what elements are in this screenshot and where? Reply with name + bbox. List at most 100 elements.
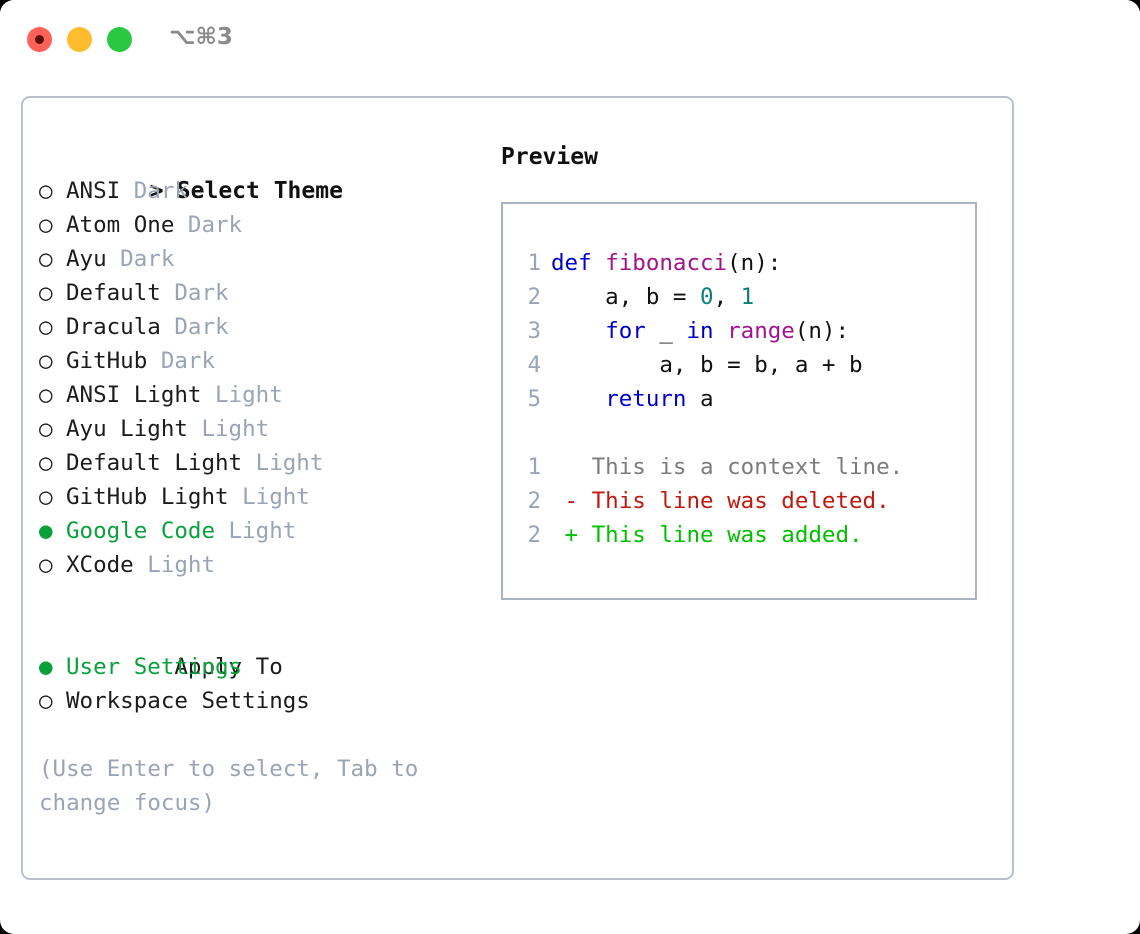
code-token-pl (551, 318, 605, 344)
line-number: 1 (527, 250, 541, 276)
code-token-pl (551, 386, 605, 412)
code-token-pl: _ (645, 318, 687, 344)
code-diff-spacer (513, 416, 975, 450)
code-line: 4 a, b = b, a + b (513, 348, 975, 382)
line-number: 2 (527, 522, 541, 548)
diff-line-text: - This line was deleted. (551, 488, 890, 514)
theme-item-variant: Light (242, 450, 324, 476)
theme-item-github-light[interactable]: ○ GitHub Light Light (39, 480, 489, 514)
apply-to-option-workspace-settings[interactable]: ○ Workspace Settings (39, 684, 489, 718)
theme-item-ayu-light[interactable]: ○Ayu Light Light (39, 412, 489, 446)
code-token-kw: return (605, 386, 687, 412)
theme-list: ○ANSI Dark○Atom One Dark○Ayu Dark○Defaul… (39, 174, 489, 582)
apply-to-heading-label: Apply To (174, 654, 283, 680)
line-number: 4 (527, 352, 541, 378)
radio-unselected-icon: ○ (39, 688, 53, 714)
theme-item-ayu[interactable]: ○Ayu Dark (39, 242, 489, 276)
radio-unselected-icon: ○ (39, 280, 53, 306)
diff-line-add: 2 + This line was added. (513, 518, 975, 552)
keyboard-hint-text: (Use Enter to select, Tab to change focu… (39, 756, 419, 816)
line-number: 5 (527, 386, 541, 412)
code-token-num: 0 (700, 284, 714, 310)
radio-unselected-icon: ○ (39, 484, 53, 510)
code-line: 3 for _ in range(n): (513, 314, 975, 348)
diff-line-text: + This line was added. (551, 522, 863, 548)
line-number: 2 (527, 284, 541, 310)
code-token-pl: a, b = (551, 284, 701, 310)
prompt-caret-icon: > (149, 178, 164, 204)
theme-picker-column: >Select Theme ○ANSI Dark○Atom One Dark○A… (39, 140, 489, 820)
select-theme-heading: > Select Theme (39, 140, 489, 204)
code-token-kw: def (551, 250, 592, 276)
close-button[interactable] (27, 27, 52, 52)
radio-unselected-icon: ○ (39, 348, 53, 374)
theme-item-default-light[interactable]: ○Default Light Light (39, 446, 489, 480)
theme-item-label: GitHub Light (66, 484, 229, 510)
apply-to-heading: Apply To (39, 616, 489, 680)
theme-item-variant: Dark (120, 178, 188, 204)
preview-title: Preview (501, 144, 598, 170)
theme-item-variant: Dark (160, 280, 229, 306)
code-token-pl: , (713, 284, 741, 310)
theme-item-label: Default (66, 280, 161, 306)
close-icon (35, 35, 44, 44)
code-token-pl: (n): (727, 250, 782, 276)
theme-item-ansi[interactable]: ○ANSI Dark (39, 174, 489, 208)
radio-unselected-icon: ○ (39, 416, 53, 442)
radio-selected-icon: ● (39, 518, 53, 544)
apply-to-option-user-settings[interactable]: ● User Settings (39, 650, 489, 684)
main-panel: >Select Theme ○ANSI Dark○Atom One Dark○A… (21, 96, 1014, 880)
theme-item-atom-one[interactable]: ○Atom One Dark (39, 208, 489, 242)
radio-unselected-icon: ○ (39, 552, 53, 578)
theme-item-label: Dracula (66, 314, 161, 340)
theme-item-variant: Light (228, 484, 310, 510)
code-token-pl: a, b = b, a + b (551, 352, 863, 378)
code-token-kw: for (605, 318, 646, 344)
theme-item-google-code[interactable]: ● Google Code Light (39, 514, 489, 548)
radio-selected-icon: ● (39, 654, 53, 680)
theme-item-label: GitHub (66, 348, 148, 374)
keyboard-shortcut-label: ⌥⌘3 (169, 24, 233, 50)
select-theme-heading-label: Select Theme (176, 178, 343, 204)
radio-unselected-icon: ○ (39, 382, 53, 408)
line-number: 2 (527, 488, 541, 514)
code-line: 5 return a (513, 382, 975, 416)
theme-item-variant: Dark (106, 246, 175, 272)
apply-to-list: ● User Settings ○ Workspace Settings (39, 650, 489, 718)
radio-unselected-icon: ○ (39, 246, 53, 272)
theme-item-label: XCode (66, 552, 134, 578)
code-token-kw: in (686, 318, 714, 344)
theme-item-label: ANSI (66, 178, 121, 204)
code-token-fn: range (727, 318, 795, 344)
code-line: 2 a, b = 0, 1 (513, 280, 975, 314)
code-token-pl: a (686, 386, 714, 412)
minimize-button[interactable] (67, 27, 92, 52)
theme-item-label: Ayu Light (66, 416, 188, 442)
theme-item-xcode[interactable]: ○XCode Light (39, 548, 489, 582)
code-token-pl (714, 318, 728, 344)
radio-unselected-icon: ○ (39, 314, 53, 340)
theme-item-label: ANSI Light (66, 382, 202, 408)
theme-item-variant: Light (201, 382, 283, 408)
theme-item-github[interactable]: ○GitHub Dark (39, 344, 489, 378)
radio-unselected-icon: ○ (39, 450, 53, 476)
theme-item-default[interactable]: ○ Default Dark (39, 276, 489, 310)
theme-item-variant: Dark (160, 314, 229, 340)
diff-sample: 1 This is a context line. 2 - This line w… (513, 450, 975, 552)
diff-line-ctx: 1 This is a context line. (513, 450, 975, 484)
theme-item-label: Atom One (66, 212, 175, 238)
theme-item-dracula[interactable]: ○ Dracula Dark (39, 310, 489, 344)
code-token-num: 1 (740, 284, 755, 310)
zoom-button[interactable] (107, 27, 132, 52)
apply-to-option-label: Workspace Settings (66, 688, 310, 714)
apply-to-option-label: User Settings (66, 654, 243, 680)
section-spacer (39, 582, 489, 616)
theme-item-ansi-light[interactable]: ○ ANSI Light Light (39, 378, 489, 412)
theme-item-variant: Light (215, 518, 297, 544)
code-token-pl (592, 250, 606, 276)
theme-item-label: Google Code (66, 518, 216, 544)
